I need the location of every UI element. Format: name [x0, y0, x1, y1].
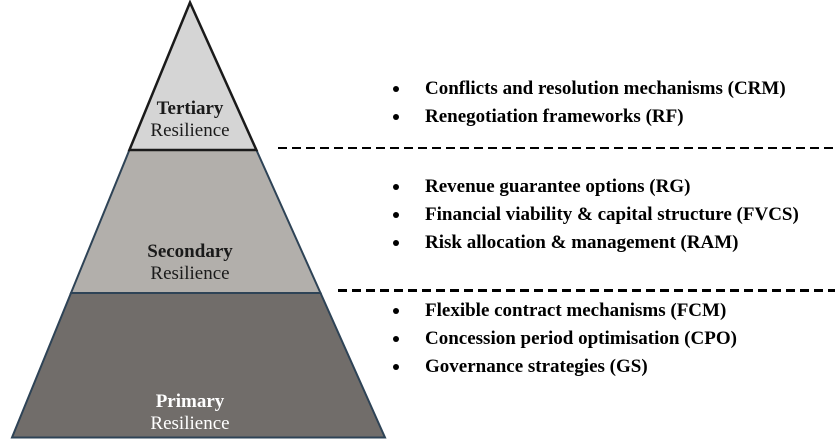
- list-item-label: Flexible contract mechanisms (FCM): [425, 300, 727, 321]
- bullet-icon: [393, 240, 399, 246]
- level-subtitle: Resilience: [150, 263, 230, 284]
- level-subtitle: Resilience: [150, 120, 230, 141]
- bullet-icon: [393, 184, 399, 190]
- primary-level-label: Primary Resilience: [90, 391, 290, 435]
- level-name: Primary: [155, 391, 225, 412]
- tertiary-level-label: Tertiary Resilience: [90, 98, 290, 142]
- list-item: Governance strategies (GS): [393, 353, 831, 381]
- bullet-icon: [393, 114, 399, 120]
- bullet-list-primary: Flexible contract mechanisms (FCM) Conce…: [393, 297, 831, 381]
- list-item-label: Financial viability & capital structure …: [425, 204, 799, 225]
- list-item: Flexible contract mechanisms (FCM): [393, 297, 831, 325]
- pyramid-level-tertiary-shape: [127, 0, 259, 152]
- list-item-label: Governance strategies (GS): [425, 356, 648, 377]
- list-item: Concession period optimisation (CPO): [393, 325, 831, 353]
- bullet-list-tertiary: Conflicts and resolution mechanisms (CRM…: [393, 75, 831, 131]
- secondary-level-label: Secondary Resilience: [90, 241, 290, 285]
- list-item-label: Revenue guarantee options (RG): [425, 176, 691, 197]
- list-item: Revenue guarantee options (RG): [393, 173, 831, 201]
- level-subtitle: Resilience: [150, 413, 230, 434]
- bullet-list-secondary: Revenue guarantee options (RG) Financial…: [393, 173, 831, 257]
- bullet-icon: [393, 364, 399, 370]
- level-name: Secondary: [147, 241, 233, 262]
- bullet-icon: [393, 86, 399, 92]
- list-item-label: Conflicts and resolution mechanisms (CRM…: [425, 78, 786, 99]
- list-item-label: Risk allocation & management (RAM): [425, 232, 739, 253]
- list-item-label: Renegotiation frameworks (RF): [425, 106, 684, 127]
- dashed-separator-tertiary-secondary: [278, 147, 835, 149]
- level-name: Tertiary: [156, 98, 224, 119]
- pyramid-graphic: [10, 0, 387, 439]
- list-item-label: Concession period optimisation (CPO): [425, 328, 737, 349]
- bullet-icon: [393, 336, 399, 342]
- list-item: Risk allocation & management (RAM): [393, 229, 831, 257]
- bullet-icon: [393, 308, 399, 314]
- list-item: Renegotiation frameworks (RF): [393, 103, 831, 131]
- bullet-icon: [393, 212, 399, 218]
- list-item: Financial viability & capital structure …: [393, 201, 831, 229]
- dashed-separator-secondary-primary: [338, 289, 835, 292]
- list-item: Conflicts and resolution mechanisms (CRM…: [393, 75, 831, 103]
